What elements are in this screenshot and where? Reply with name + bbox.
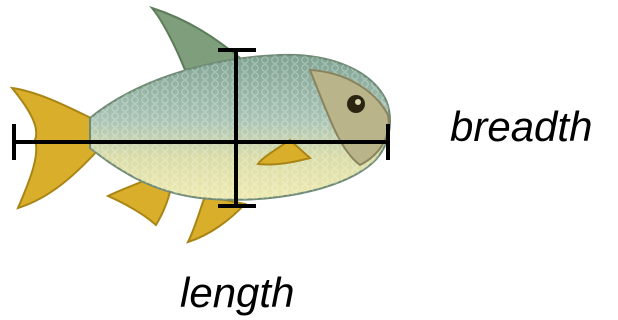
length-label: length [180, 272, 294, 314]
tail-fin [12, 88, 98, 208]
breadth-label: breadth [450, 106, 592, 148]
